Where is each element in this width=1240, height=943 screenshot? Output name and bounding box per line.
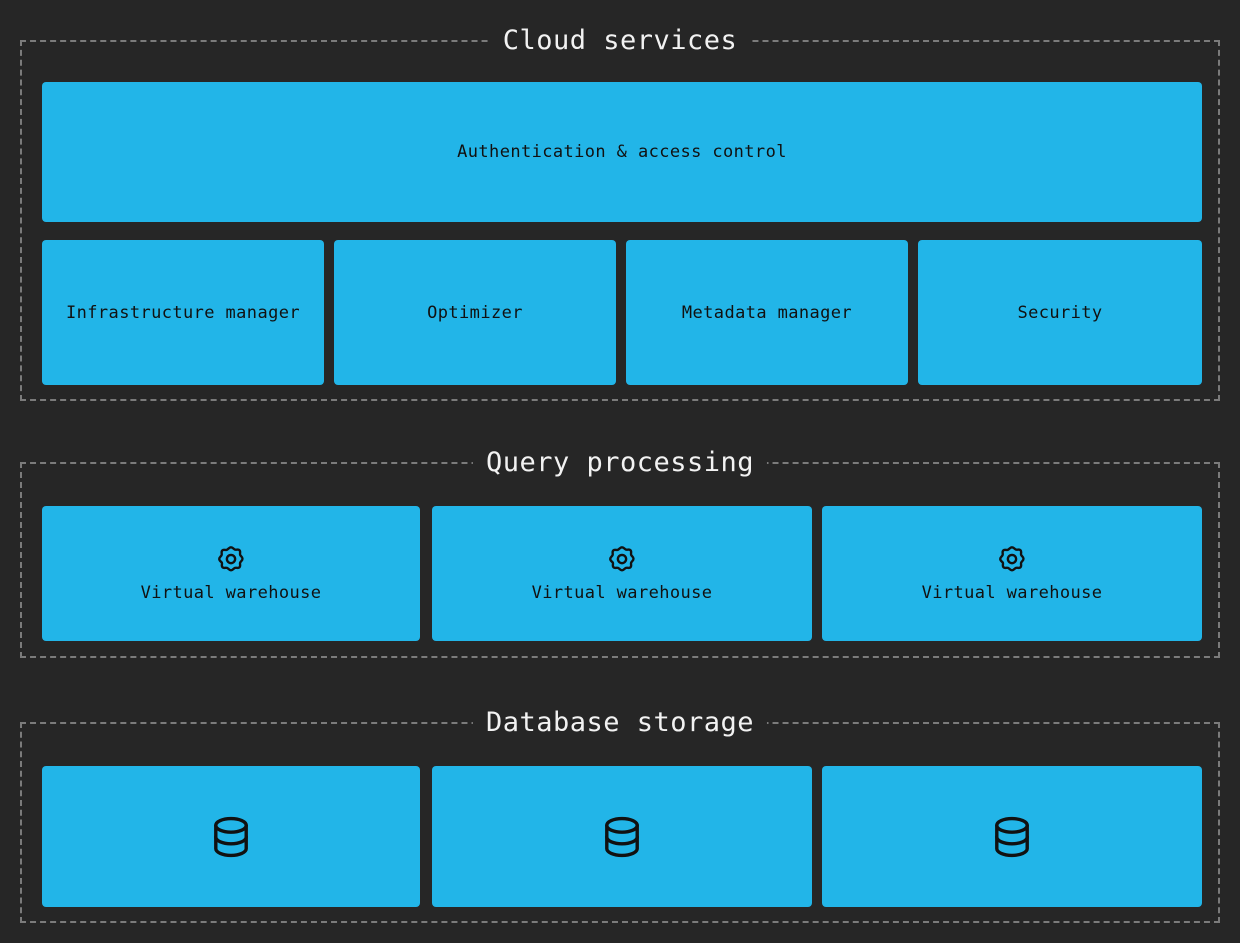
node-security[interactable]: Security <box>918 240 1202 385</box>
node-label-authentication-access-control: Authentication & access control <box>457 142 787 162</box>
group-title-query-processing: Query processing <box>472 447 768 479</box>
node-label-optimizer: Optimizer <box>427 302 523 323</box>
node-label-virtual-warehouse-2: Virtual warehouse <box>531 582 713 603</box>
gear-icon <box>997 544 1027 574</box>
database-icon <box>598 813 646 861</box>
group-database-storage: Database storage <box>20 707 1220 923</box>
gear-icon <box>216 544 246 574</box>
node-metadata-manager[interactable]: Metadata manager <box>626 240 908 385</box>
group-query-processing: Query processing Virtual warehouse Virtu… <box>20 447 1220 658</box>
node-optimizer[interactable]: Optimizer <box>334 240 616 385</box>
node-database-1[interactable] <box>42 766 420 907</box>
node-virtual-warehouse-1[interactable]: Virtual warehouse <box>42 506 420 641</box>
node-label-security: Security <box>1017 302 1103 323</box>
node-label-virtual-warehouse-1: Virtual warehouse <box>140 582 322 603</box>
node-database-3[interactable] <box>822 766 1202 907</box>
node-authentication-access-control[interactable]: Authentication & access control <box>42 82 1202 222</box>
gear-icon <box>607 544 637 574</box>
node-infrastructure-manager[interactable]: Infrastructure manager <box>42 240 324 385</box>
group-cloud-services: Cloud services Authentication & access c… <box>20 25 1220 401</box>
node-virtual-warehouse-3[interactable]: Virtual warehouse <box>822 506 1202 641</box>
group-title-cloud-services: Cloud services <box>489 25 751 57</box>
group-title-database-storage: Database storage <box>472 707 768 739</box>
node-virtual-warehouse-2[interactable]: Virtual warehouse <box>432 506 812 641</box>
node-label-virtual-warehouse-3: Virtual warehouse <box>921 582 1103 603</box>
node-label-infrastructure-manager: Infrastructure manager <box>66 302 300 323</box>
database-icon <box>988 813 1036 861</box>
node-database-2[interactable] <box>432 766 812 907</box>
node-label-metadata-manager: Metadata manager <box>681 302 853 323</box>
database-icon <box>207 813 255 861</box>
